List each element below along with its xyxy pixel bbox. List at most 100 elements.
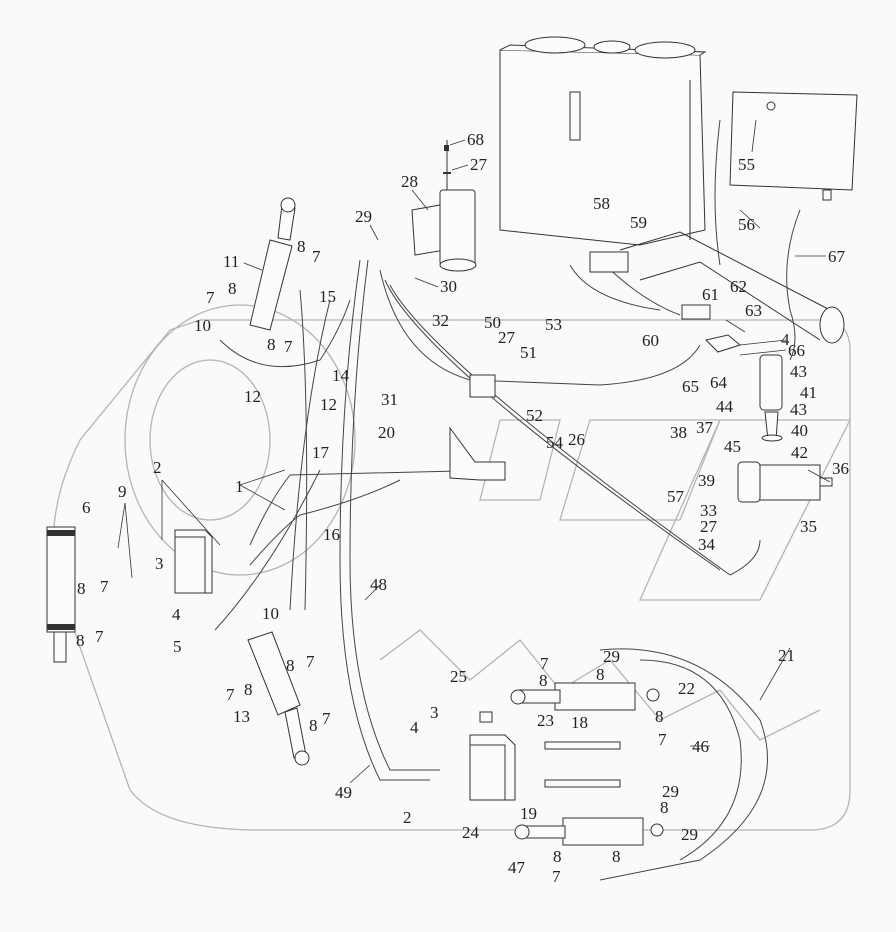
callout-38: 38 (670, 423, 687, 442)
callout-2b: 2 (403, 808, 412, 827)
callout-55: 55 (738, 155, 755, 174)
callout-46: 46 (692, 737, 709, 756)
callout-64: 64 (710, 373, 728, 392)
callout-20: 20 (378, 423, 395, 442)
callout-51: 51 (520, 343, 537, 362)
callout-8e: 8 (76, 631, 85, 650)
cylinder-13 (247, 631, 310, 766)
callout-61: 61 (702, 285, 719, 304)
callout-56: 56 (738, 215, 755, 234)
callout-18: 18 (571, 713, 588, 732)
cylinder-6 (46, 526, 76, 663)
callout-11: 11 (223, 252, 239, 271)
callout-1: 1 (235, 477, 244, 496)
callout-57: 57 (667, 487, 685, 506)
callout-27: 27 (470, 155, 488, 174)
callout-14: 14 (332, 366, 350, 385)
callout-62: 62 (730, 277, 747, 296)
callout-9: 9 (118, 482, 127, 501)
callout-8k: 8 (655, 707, 664, 726)
callout-27c: 27 (700, 517, 718, 536)
callout-8l: 8 (660, 798, 669, 817)
callout-5: 5 (173, 637, 182, 656)
callout-27b: 27 (498, 328, 516, 347)
callout-66: 66 (788, 341, 805, 360)
small-blocks (469, 251, 742, 398)
callout-37: 37 (696, 418, 714, 437)
valve-block-5 (174, 529, 213, 594)
callout-22: 22 (678, 679, 695, 698)
frame-beam (619, 231, 845, 344)
callout-49: 49 (335, 783, 352, 802)
hydraulic-tank (499, 36, 707, 246)
callout-7b: 7 (206, 288, 215, 307)
callout-40: 40 (791, 421, 808, 440)
callout-32: 32 (432, 311, 449, 330)
callout-7k: 7 (552, 867, 561, 886)
callout-48: 48 (370, 575, 387, 594)
callout-8m: 8 (553, 847, 562, 866)
callout-43a: 43 (790, 362, 807, 381)
callout-7g: 7 (226, 685, 235, 704)
callout-28: 28 (401, 172, 418, 191)
callout-53: 53 (545, 315, 562, 334)
callout-19: 19 (520, 804, 537, 823)
callout-45: 45 (724, 437, 741, 456)
callout-12b: 12 (320, 395, 337, 414)
callout-7f: 7 (306, 652, 315, 671)
callout-7c: 7 (284, 337, 293, 356)
cylinder-22 (510, 682, 660, 711)
callout-24: 24 (462, 823, 480, 842)
callout-63: 63 (745, 301, 762, 320)
hose-network (214, 119, 801, 881)
callout-3b: 3 (430, 703, 439, 722)
callout-29: 29 (355, 207, 372, 226)
callout-8a: 8 (297, 237, 306, 256)
callout-47: 47 (508, 858, 526, 877)
callout-59: 59 (630, 213, 647, 232)
callout-42: 42 (791, 443, 808, 462)
callout-50: 50 (484, 313, 501, 332)
cylinder-11 (249, 197, 296, 331)
callout-2a: 2 (153, 458, 162, 477)
pump-unit (411, 140, 477, 272)
callout-21: 21 (778, 646, 795, 665)
callout-8n: 8 (612, 847, 621, 866)
motor-36 (737, 461, 833, 503)
expansion-tank (729, 91, 858, 201)
callout-labels: 68 27 28 29 30 15 11 8 7 7 8 10 8 7 32 3… (76, 130, 849, 886)
callout-6: 6 (82, 498, 91, 517)
callout-58: 58 (593, 194, 610, 213)
distributor-block (449, 426, 506, 481)
callout-35: 35 (800, 517, 817, 536)
callout-7h: 7 (322, 709, 331, 728)
callout-8g: 8 (244, 680, 253, 699)
callout-4a: 4 (172, 605, 181, 624)
callout-31: 31 (381, 390, 398, 409)
callout-8b: 8 (228, 279, 237, 298)
callout-8f: 8 (286, 656, 295, 675)
callout-7j: 7 (658, 730, 667, 749)
callout-10a: 10 (194, 316, 211, 335)
leader-lines (117, 119, 831, 784)
callout-16: 16 (323, 525, 340, 544)
callout-8i: 8 (539, 671, 548, 690)
callout-3a: 3 (155, 554, 164, 573)
watermark-logo (52, 304, 852, 831)
callout-8d: 8 (77, 579, 86, 598)
callout-23: 23 (537, 711, 554, 730)
callout-7i: 7 (540, 654, 549, 673)
cylinder-47 (514, 817, 664, 846)
callout-29a: 29 (603, 647, 620, 666)
callout-39: 39 (698, 471, 715, 490)
callout-7d: 7 (100, 577, 109, 596)
callout-8j: 8 (596, 665, 605, 684)
filter-41 (759, 354, 783, 442)
callout-13: 13 (233, 707, 250, 726)
callout-8c: 8 (267, 335, 276, 354)
valve-block-24 (469, 711, 516, 801)
callout-4c: 4 (781, 330, 790, 349)
callout-17: 17 (312, 443, 330, 462)
